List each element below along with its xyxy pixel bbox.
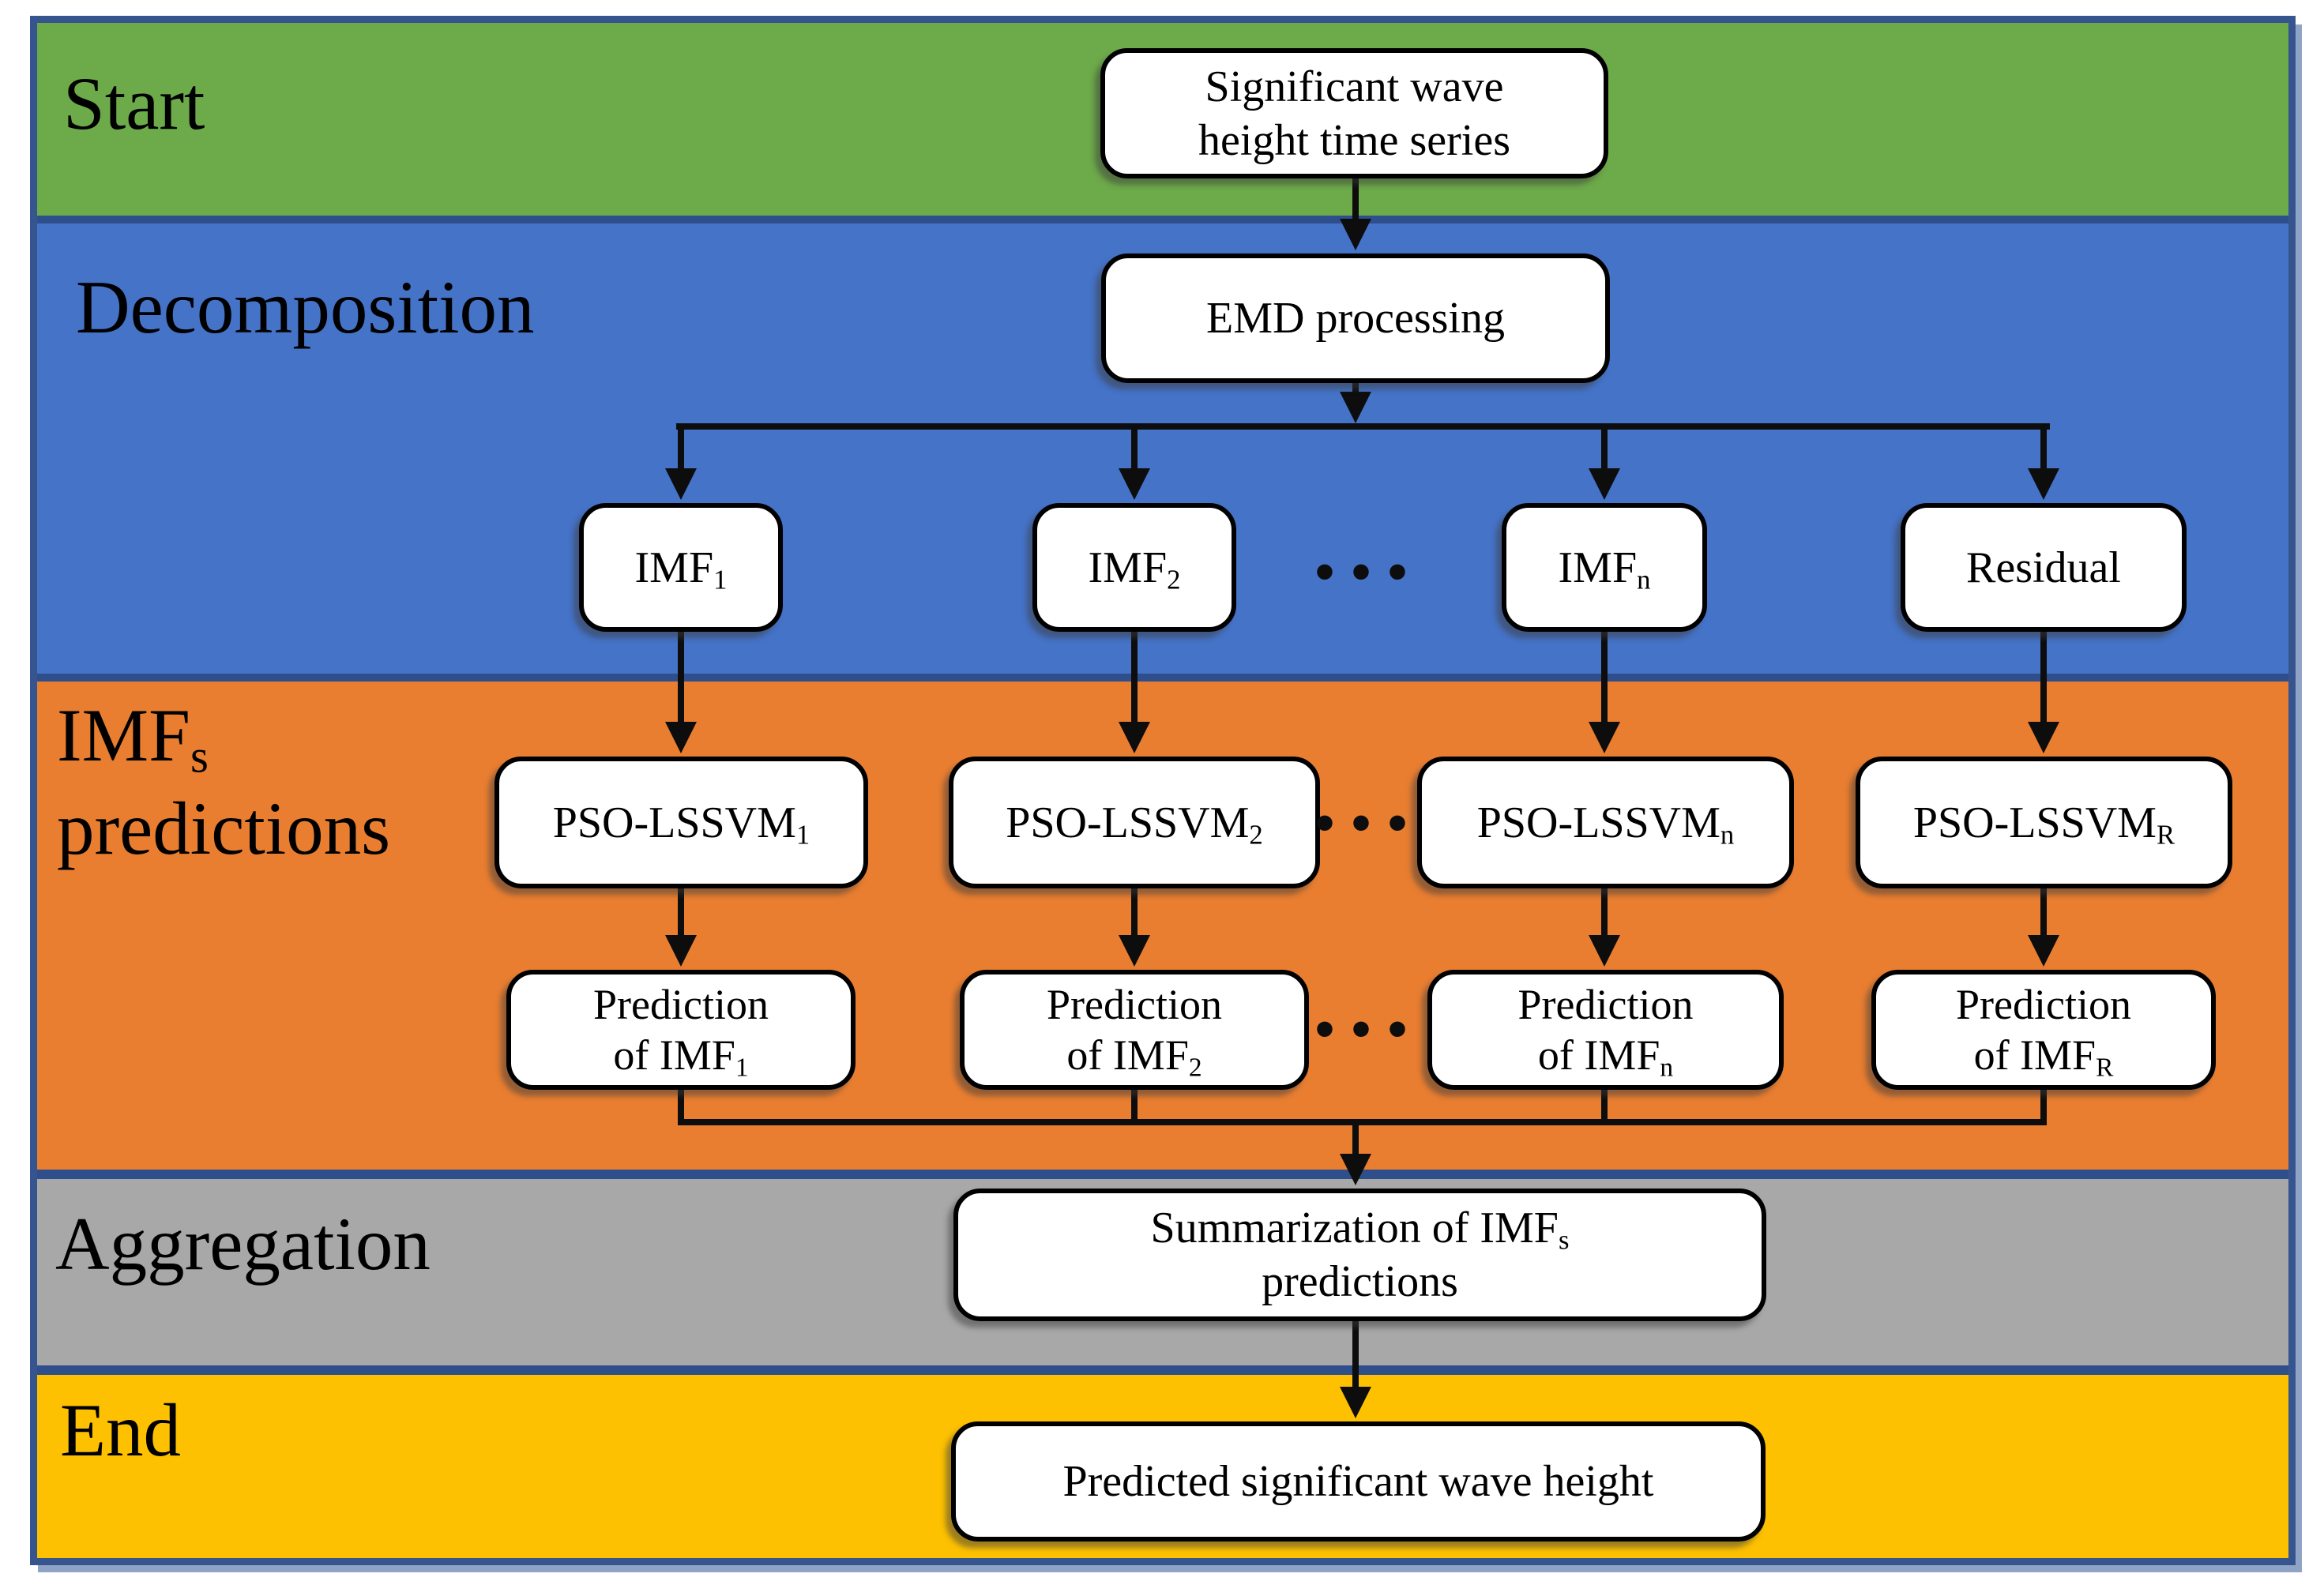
arrow-line-psor-predr [2040,888,2047,937]
collector-line [678,1119,2047,1125]
band-separator [37,1170,2288,1179]
end-band-label: End [60,1388,182,1472]
arrowhead-pso2-pred2 [1119,935,1150,967]
ellipsis-imf-row: ··· [1308,519,1419,624]
band-separator [37,674,2288,682]
arrowhead-branch-residual [2028,468,2059,500]
arrowhead-pso1-pred1 [665,935,697,967]
ellipsis-pso-row: ··· [1308,770,1419,875]
arrow-line-branch-imf1 [678,426,684,471]
imfn-label: IMFn [1558,543,1651,595]
arrowhead-imfn-pson [1589,722,1620,753]
pso-lssvmr-box: PSO-LSSVMR [1856,757,2232,888]
arrow-line-input-emd [1352,178,1359,224]
arrow-line-pso2-pred2 [1131,888,1138,937]
start-band-label: Start [63,62,205,145]
output-box: Predicted significant wave height [951,1421,1766,1542]
arrowhead-psor-predr [2028,935,2059,967]
arrow-line-pso1-pred1 [678,888,684,937]
band-separator [37,216,2288,223]
decomposition-band-label: Decomposition [76,265,535,349]
pso-lssvmn-box: PSO-LSSVMn [1417,757,1794,888]
pso-lssvm1-label: PSO-LSSVM1 [552,798,810,851]
arrowhead-branch-imf1 [665,468,697,500]
aggregation-band-label: Aggregation [55,1202,431,1286]
riser-line-predn [1601,1090,1608,1125]
output-label: Predicted significant wave height [1062,1457,1654,1506]
arrowhead-branch-imfn [1589,468,1620,500]
residual-label: Residual [1966,543,2121,592]
arrowhead-imf2-pso2 [1119,722,1150,753]
branch-line [676,423,2050,430]
imf1-label: IMF1 [634,543,728,595]
riser-line-predr [2040,1090,2047,1125]
emd-box-label: EMD processing [1206,294,1505,343]
arrow-line-imf1-pso1 [678,632,684,725]
pso-lssvm2-label: PSO-LSSVM2 [1006,798,1263,851]
arrowhead-imf1-pso1 [665,722,697,753]
residual-box: Residual [1901,503,2187,632]
arrow-line-pson-predn [1601,888,1608,937]
arrowhead-collector-summarization [1340,1154,1371,1185]
band-separator [37,1365,2288,1375]
arrowhead-residual-psor [2028,722,2059,753]
arrow-line-emd-branch [1352,383,1359,394]
riser-line-pred2 [1131,1090,1138,1125]
arrowhead-pson-predn [1589,935,1620,967]
emd-box: EMD processing [1101,253,1610,383]
arrowhead-branch-imf2 [1119,468,1150,500]
arrowhead-summarization-output [1340,1387,1371,1418]
arrow-line-branch-imfn [1601,426,1608,471]
arrow-line-imf2-pso2 [1131,632,1138,725]
arrow-line-imfn-pson [1601,632,1608,725]
ellipsis-prediction-row: ··· [1308,976,1419,1081]
imf2-box: IMF2 [1032,503,1236,632]
arrowhead-input-emd [1340,219,1371,250]
pso-lssvmn-label: PSO-LSSVMn [1476,798,1735,851]
imf2-label: IMF2 [1088,543,1181,595]
imfn-box: IMFn [1502,503,1707,632]
arrow-line-collector-summarization [1352,1119,1359,1159]
imf1-box: IMF1 [579,503,783,632]
pso-lssvm2-box: PSO-LSSVM2 [949,757,1320,888]
riser-line-pred1 [678,1090,684,1125]
arrow-line-summarization-output [1352,1321,1359,1389]
pso-lssvm1-box: PSO-LSSVM1 [495,757,868,888]
pso-lssvmr-label: PSO-LSSVMR [1912,798,2175,851]
arrow-line-branch-imf2 [1131,426,1138,471]
arrow-line-branch-residual [2040,426,2047,471]
arrowhead-emd-branch [1340,392,1371,423]
arrow-line-residual-psor [2040,632,2047,725]
